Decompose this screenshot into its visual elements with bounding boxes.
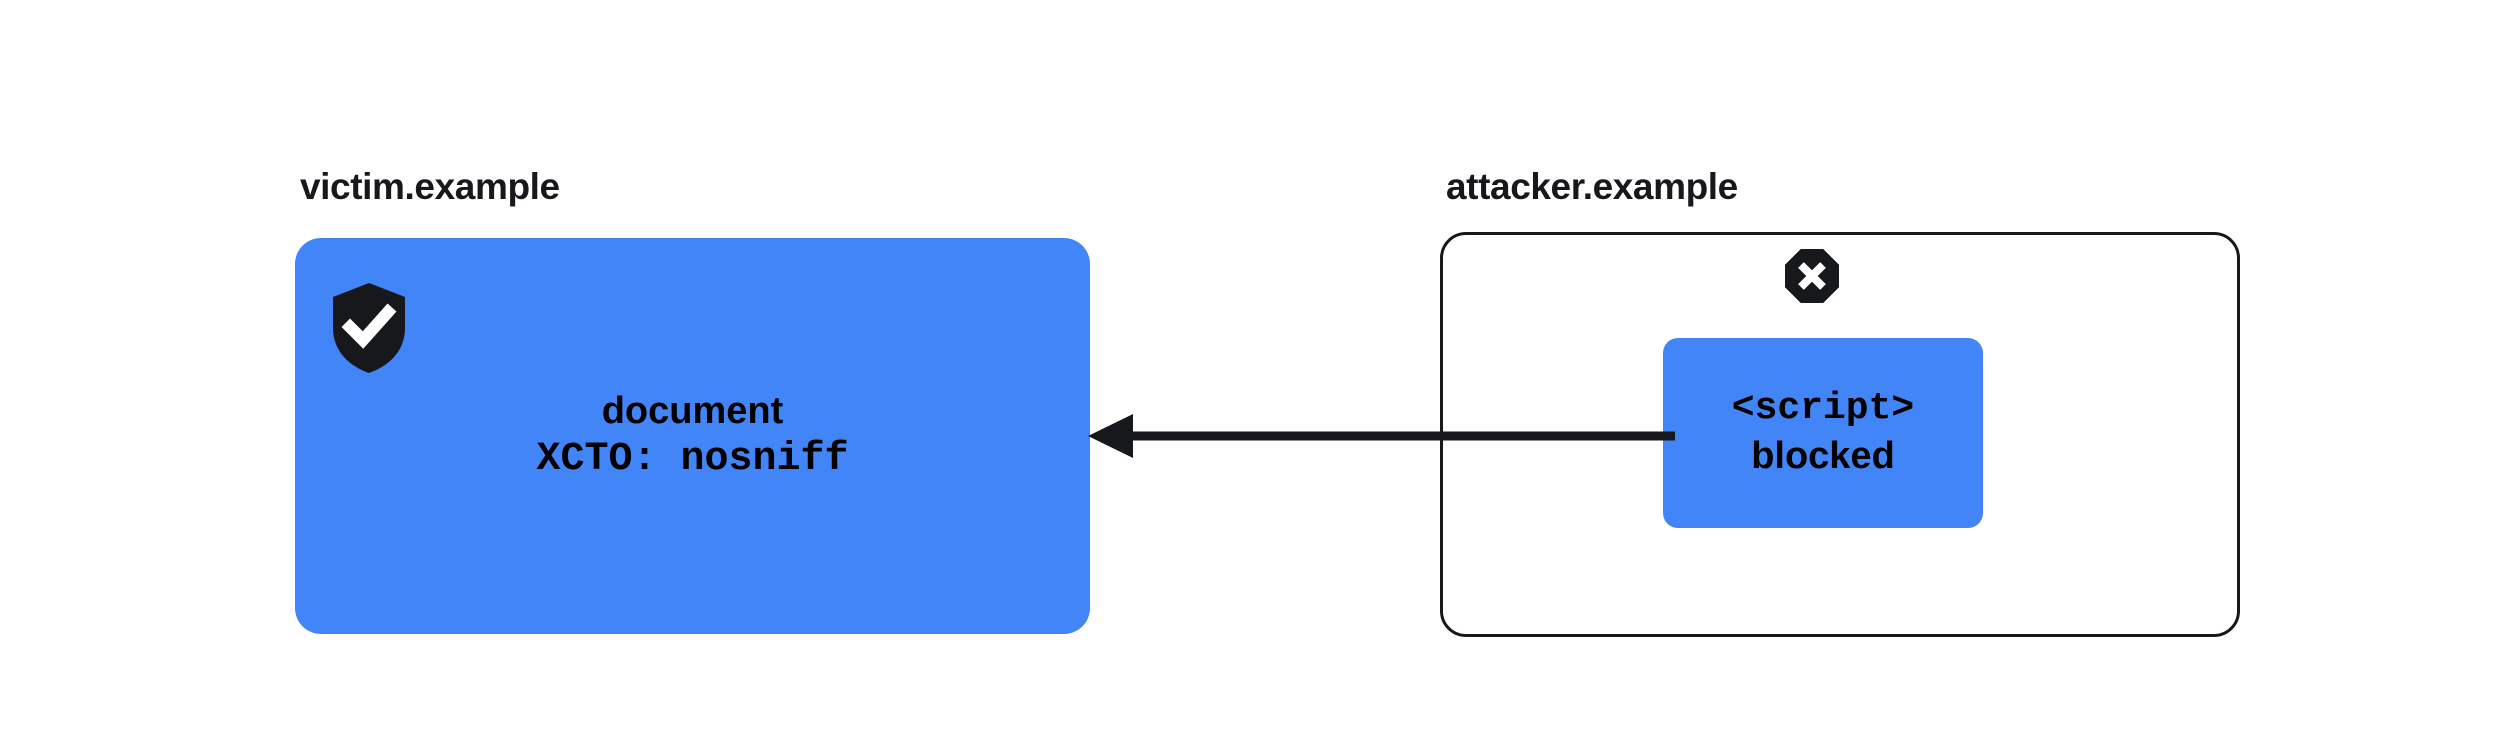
victim-document-line-2: XCTO: nosniff: [536, 436, 849, 482]
octagon-x-icon: [1785, 249, 1839, 303]
blocked-request-arrow: [1088, 414, 1675, 458]
attacker-origin-label: attacker.example: [1446, 166, 1738, 207]
victim-document-text: document XCTO: nosniff: [295, 238, 1090, 634]
victim-document-line-1: document: [601, 389, 784, 432]
victim-origin-label: victim.example: [300, 166, 560, 207]
blocked-script-line-2: blocked: [1751, 435, 1895, 477]
blocked-script-box: <script> blocked: [1663, 338, 1983, 528]
shield-check-icon: [333, 283, 405, 373]
blocked-script-line-1: <script>: [1731, 387, 1915, 431]
victim-document-box: document XCTO: nosniff: [295, 238, 1090, 634]
